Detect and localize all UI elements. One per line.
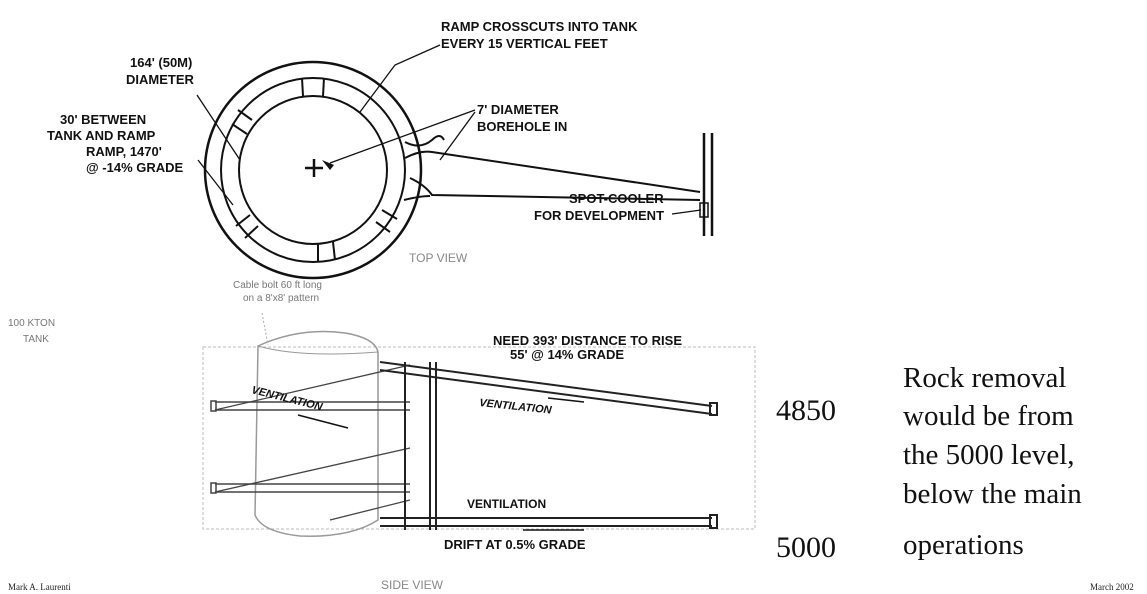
label-crosscuts-2: EVERY 15 VERTICAL FEET [441, 36, 608, 51]
label-borehole-1: 7' DIAMETER [477, 102, 559, 117]
label-diameter-2: DIAMETER [126, 72, 195, 87]
side-view-boundary [202, 346, 756, 530]
side-view-title: SIDE VIEW [381, 578, 444, 592]
raises [404, 362, 437, 530]
cable-bolt-label-1: Cable bolt 60 ft long [233, 280, 322, 291]
label-ramp-1: RAMP, 1470' [86, 144, 162, 159]
note-line-2: would be from [903, 400, 1074, 432]
leader-lines-top [196, 44, 702, 215]
tank-outline [238, 95, 388, 245]
note-line-5: operations [903, 529, 1024, 561]
label-borehole-2: BOREHOLE IN [477, 119, 567, 134]
label-crosscuts-1: RAMP CROSSCUTS INTO TANK [441, 19, 638, 34]
note-line-3: the 5000 level, [903, 439, 1075, 471]
ventilation-drift-label: VENTILATION [467, 497, 546, 511]
cable-bolt-leader [261, 312, 269, 346]
drift-grade-label: DRIFT AT 0.5% GRADE [444, 537, 586, 552]
ramp-crosscuts [231, 77, 398, 262]
footer-author: Mark A. Laurenti [8, 582, 71, 592]
tank-top-edge [257, 345, 379, 355]
tank-label-1: 100 KTON [8, 318, 55, 329]
borehole-marker [305, 159, 323, 177]
label-ramp-2: @ -14% GRADE [86, 160, 184, 175]
label-between-2: TANK AND RAMP [47, 128, 156, 143]
side-view: Cable bolt 60 ft long on a 8'x8' pattern… [8, 280, 756, 592]
arrow-head-borehole [322, 160, 334, 170]
tank-body [254, 330, 379, 537]
note-line-4: below the main [903, 478, 1082, 510]
level-4850: 4850 [776, 394, 836, 427]
lower-vent-drift [210, 482, 410, 494]
rise-label-1: NEED 393' DISTANCE TO RISE [493, 333, 682, 348]
ventilation-ramp-label: VENTILATION [479, 397, 553, 417]
note-line-1: Rock removal [903, 362, 1066, 394]
tank-ramps [214, 364, 411, 521]
label-between-1: 30' BETWEEN [60, 112, 146, 127]
cable-bolt-label-2: on a 8'x8' pattern [243, 293, 319, 304]
rise-label-2: 55' @ 14% GRADE [510, 347, 624, 362]
label-cooler-2: FOR DEVELOPMENT [534, 208, 664, 223]
access-drift [403, 135, 701, 201]
vent-arrows [297, 397, 585, 531]
label-cooler-1: SPOT-COOLER [569, 191, 664, 206]
inclined-ramp [379, 361, 718, 416]
ramp-inner-ring [220, 77, 406, 263]
rock-removal-note: Rock removal would be from the 5000 leve… [903, 362, 1082, 561]
bottom-drift [380, 514, 718, 529]
top-view: RAMP CROSSCUTS INTO TANK EVERY 15 VERTIC… [47, 19, 714, 280]
label-diameter-1: 164' (50M) [130, 55, 192, 70]
top-view-title: TOP VIEW [409, 251, 468, 265]
tank-label-2: TANK [23, 334, 49, 345]
shaft [702, 133, 714, 236]
footer-date: March 2002 [1090, 582, 1134, 592]
level-5000: 5000 [776, 531, 836, 564]
